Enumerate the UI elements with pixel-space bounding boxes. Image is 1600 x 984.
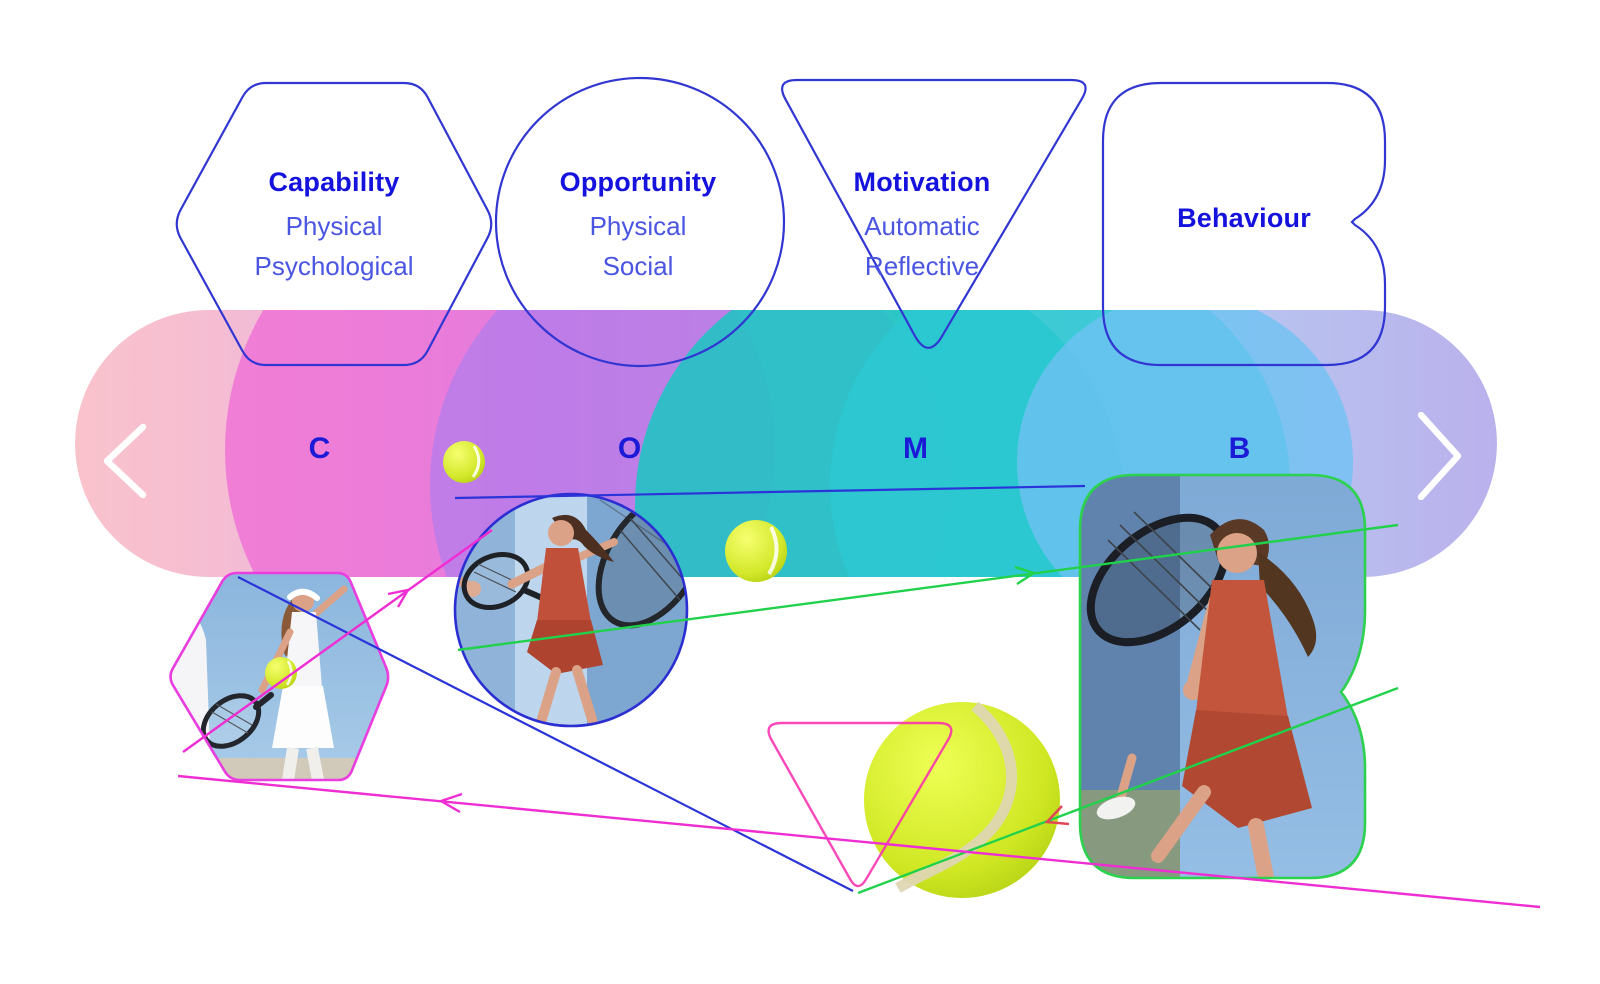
flow-line-magenta-long <box>177 774 1541 909</box>
tennis-ball-small-1 <box>443 441 485 483</box>
circle-photo-border <box>453 492 689 728</box>
flow-line-blue-top <box>454 484 1086 500</box>
prev-button[interactable] <box>100 420 150 504</box>
flow-line-blue-diagonal <box>237 576 854 892</box>
behaviour-bshape-outline <box>1101 81 1387 367</box>
arrowhead-magenta-up-icon <box>387 588 411 608</box>
triangle-connector-outline <box>767 721 953 888</box>
flow-line-green-lower <box>857 686 1399 895</box>
tennis-ball-large <box>864 701 1060 898</box>
behaviour-photo <box>1080 475 1365 878</box>
hexagon-photo <box>170 573 389 780</box>
arrowhead-magenta-left-icon <box>438 792 463 814</box>
chevron-left-icon <box>103 423 147 499</box>
motivation-triangle-outline <box>781 78 1087 349</box>
arrowhead-green-right-icon <box>1014 565 1037 586</box>
flow-line-magenta-short <box>182 529 493 753</box>
gradient-track <box>75 310 1497 577</box>
next-button[interactable] <box>1414 412 1464 500</box>
chevron-right-icon <box>1417 412 1462 500</box>
flow-line-green-upper <box>457 523 1399 652</box>
capability-hexagon-outline <box>175 81 493 367</box>
opportunity-circle-outline <box>494 76 786 368</box>
hexagon-photo-border <box>169 571 390 782</box>
tennis-ball-small-2 <box>725 520 787 582</box>
arrowhead-crimson-left-icon <box>1044 805 1070 826</box>
